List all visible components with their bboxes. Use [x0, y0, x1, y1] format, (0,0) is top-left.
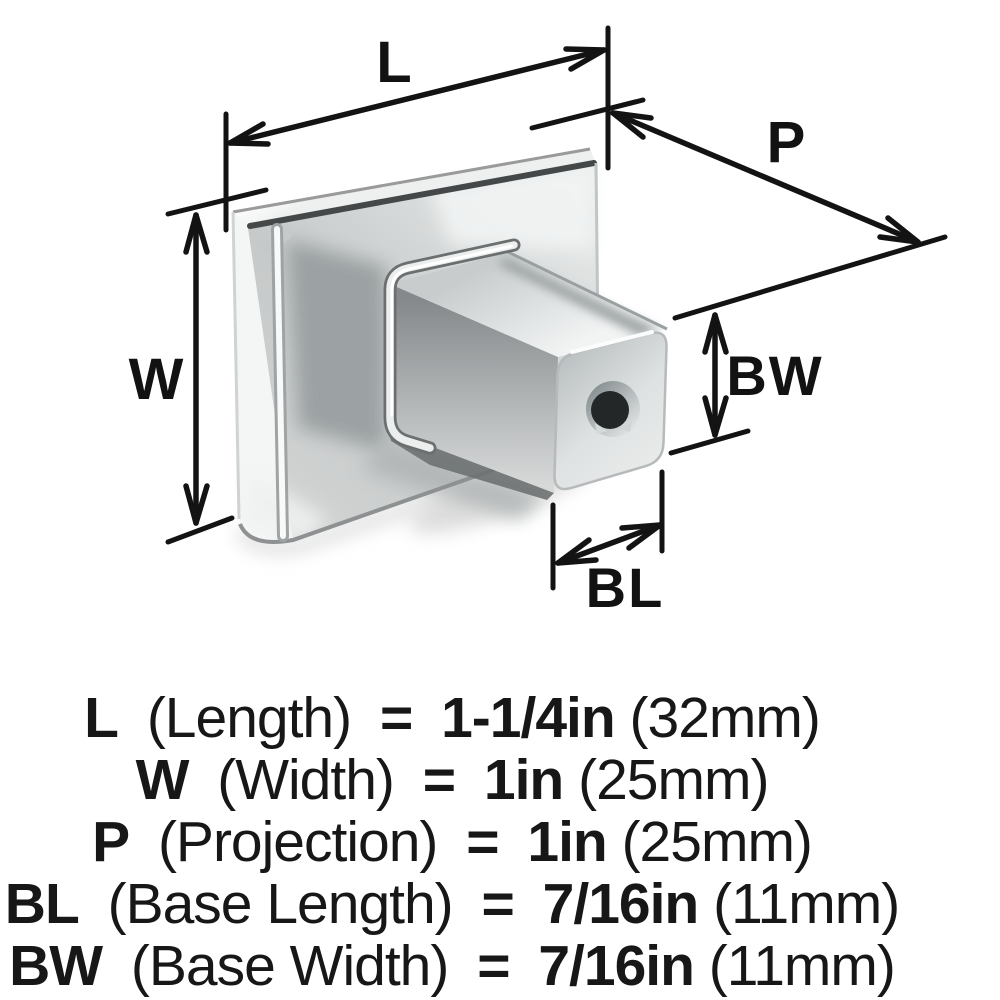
spec-name: (Projection) [157, 810, 438, 874]
spec-name: (Base Width) [130, 934, 449, 998]
spec-line-base-width: BW (Base Width) = 7/16in (11mm) [2, 935, 902, 997]
plate-top-face [233, 149, 596, 228]
spec-name: (Width) [217, 748, 395, 812]
plate-left-bevel-highlight [274, 226, 286, 539]
dim-line-BL [555, 522, 663, 566]
spec-value: 1-1/4in [441, 686, 616, 750]
equals-sign: = [379, 686, 413, 750]
dimension-L: L [223, 25, 611, 233]
spec-name: (Length) [146, 686, 352, 750]
dim-line-P [610, 110, 921, 245]
spec-list: L (Length) = 1-1/4in (32mm) W (Width) = … [2, 687, 902, 997]
hole-notch-right [620, 421, 632, 432]
spec-code: BL [4, 872, 80, 936]
spec-code: W [135, 748, 190, 812]
spec-metric: (25mm) [621, 810, 813, 874]
spec-code: L [84, 686, 119, 750]
spec-name: (Base Length) [107, 872, 454, 936]
arrowhead-L-right [563, 46, 607, 72]
arrowhead-W-top [183, 212, 210, 255]
spec-metric: (25mm) [578, 748, 769, 812]
dimension-BL: BL [550, 469, 665, 619]
spec-line-base-length: BL (Base Length) = 7/16in (11mm) [2, 873, 902, 935]
plate-left-edge [231, 211, 241, 520]
arrowhead-P-left [610, 110, 654, 140]
dim-label-W: W [129, 347, 184, 412]
tick-W-top [165, 187, 269, 217]
screw-hole [591, 391, 629, 429]
stem-top-streak [498, 258, 660, 336]
plate-bottom-edge [238, 431, 600, 544]
arrowhead-L-left [227, 121, 271, 147]
stem-left-face [388, 284, 558, 493]
spec-metric: (11mm) [713, 872, 900, 936]
arrowhead-BL-left [555, 537, 599, 566]
spec-code: P [92, 810, 130, 874]
equals-sign: = [481, 872, 515, 936]
tick-W-bottom [165, 515, 235, 545]
spec-value: 1in [483, 748, 564, 812]
dimension-W: W [129, 187, 269, 545]
dim-label-L: L [376, 30, 411, 95]
plate-top-back-edge [232, 147, 591, 214]
spec-value: 7/16in [542, 872, 700, 936]
dim-label-P: P [767, 110, 806, 175]
knob-diagram-svg: L P W BW [129, 25, 948, 619]
face-dark-reflection [287, 240, 386, 452]
spec-value: 7/16in [538, 934, 695, 998]
stem-collar-wire [383, 238, 521, 455]
spec-line-length: L (Length) = 1-1/4in (32mm) [2, 687, 902, 749]
stem-top-right-edge [507, 250, 668, 331]
hole-notch-left [595, 423, 608, 434]
arrowhead-BW-top [702, 312, 729, 355]
spec-line-width: W (Width) = 1in (25mm) [2, 749, 902, 811]
arrowhead-P-right [877, 215, 921, 245]
equals-sign: = [477, 934, 510, 998]
dim-line-L [227, 47, 607, 146]
tick-P-top [529, 97, 646, 131]
end-face-top-highlight [570, 330, 654, 354]
spec-metric: (11mm) [708, 934, 896, 998]
spec-metric: (32mm) [629, 686, 821, 750]
face-stem-shadow [360, 440, 545, 520]
dimension-P: P [529, 97, 948, 321]
arrowhead-BL-right [619, 522, 663, 551]
stem-top-face [390, 252, 667, 357]
arrowhead-BW-bottom [702, 395, 729, 438]
dimension-BW: BW [668, 312, 823, 456]
dim-label-BL: BL [586, 556, 665, 619]
equals-sign: = [422, 748, 456, 812]
spec-value: 1in [527, 810, 607, 874]
plate-top-front-edge [247, 160, 597, 229]
spec-code: BW [9, 934, 103, 998]
ext-line-P-bottom [672, 234, 948, 321]
spec-line-projection: P (Projection) = 1in (25mm) [2, 811, 902, 873]
knob-illustration [231, 147, 668, 556]
equals-sign: = [466, 810, 499, 874]
arrowhead-W-bottom [183, 483, 210, 526]
tick-BW-bottom [668, 428, 751, 456]
plate-drop-shadow [233, 450, 563, 556]
dim-label-BW: BW [726, 344, 823, 407]
